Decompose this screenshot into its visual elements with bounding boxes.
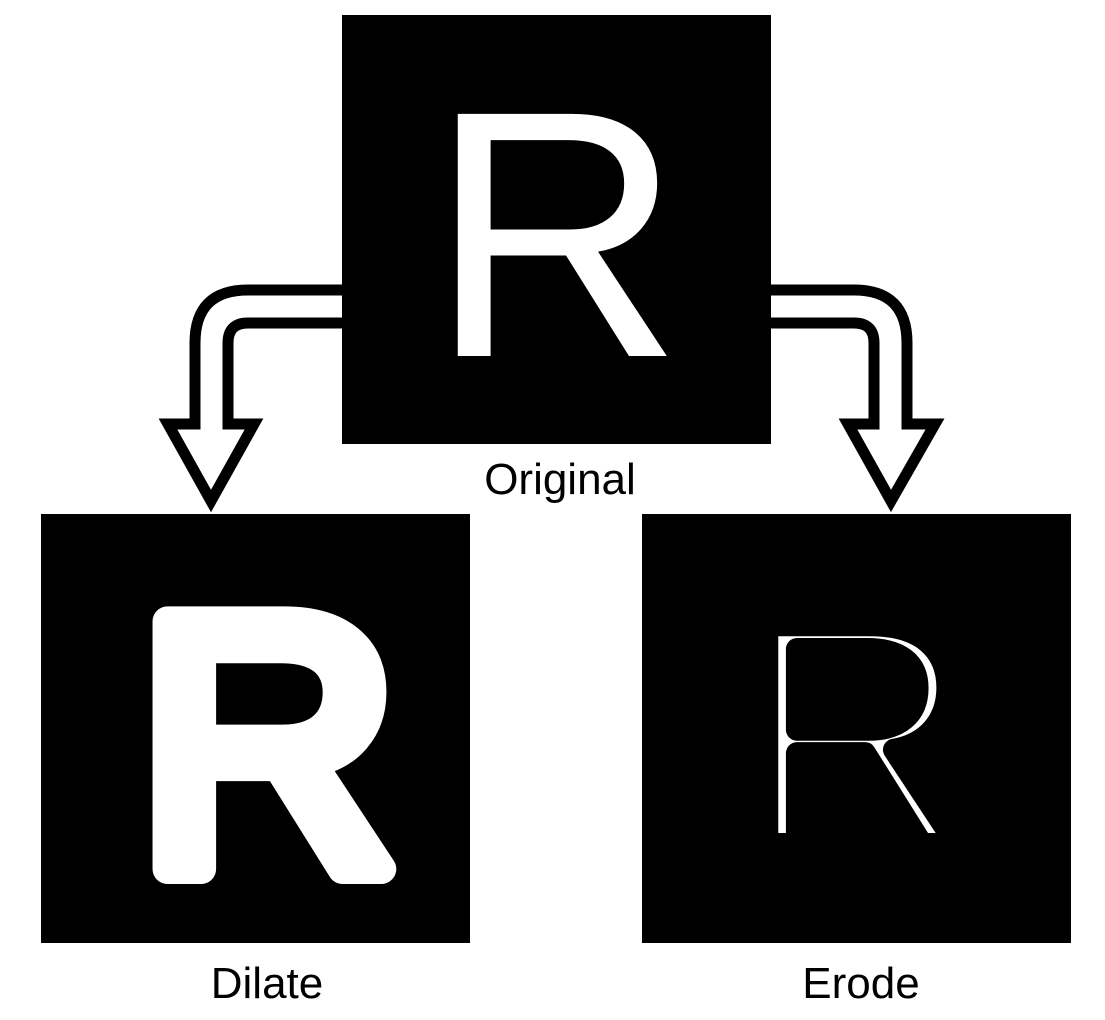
original-image <box>342 15 771 444</box>
dilate-image <box>41 514 470 943</box>
dilate-glyph: R <box>138 544 398 946</box>
original-glyph: R <box>429 37 683 431</box>
dilate-panel: R <box>41 514 470 961</box>
dilate-caption: Dilate <box>211 959 324 1008</box>
erode-glyph: R <box>741 557 971 912</box>
arrow-original-to-erode <box>770 284 945 513</box>
original-caption: Original <box>484 455 636 504</box>
original-panel: R <box>342 15 771 444</box>
erode-panel: R <box>642 514 1071 943</box>
erode-image <box>642 514 1071 943</box>
erode-caption: Erode <box>802 959 919 1008</box>
arrow-original-to-dilate <box>158 284 342 513</box>
